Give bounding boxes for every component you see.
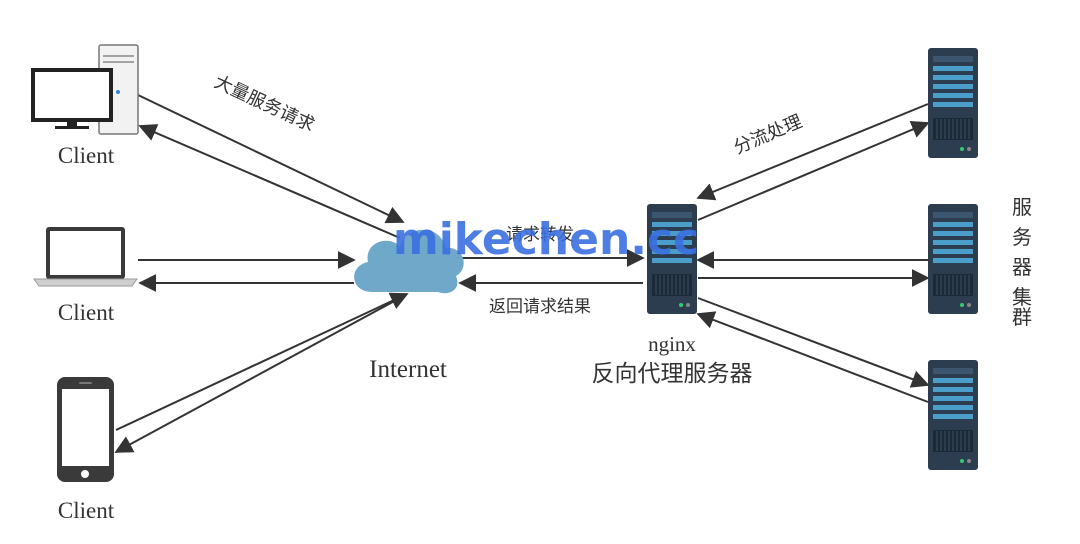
arrow-server1-to-proxy bbox=[696, 103, 929, 201]
arrow-client3-to-internet bbox=[115, 292, 409, 431]
watermark-text: mikechen.cc bbox=[393, 214, 699, 265]
edge-label-forward-request: 请求转发 bbox=[506, 225, 574, 245]
server-rack-icon bbox=[927, 47, 979, 159]
edge-label-bulk-requests: 大量服务请求 bbox=[211, 71, 318, 136]
client-label-3: Client bbox=[58, 498, 115, 523]
laptop-icon bbox=[33, 227, 138, 287]
server-rack-icon bbox=[927, 359, 979, 471]
edge-label-return-result: 返回请求结果 bbox=[489, 297, 591, 317]
server-cluster-char: 务 bbox=[1012, 225, 1032, 249]
arrow-client1-to-internet bbox=[137, 94, 405, 224]
server-rack-icon bbox=[927, 203, 979, 315]
server-cluster-char: 集 bbox=[1012, 285, 1032, 309]
reverse-proxy-label: 反向代理服务器 bbox=[592, 361, 753, 387]
arrow-server3-to-proxy bbox=[696, 311, 929, 403]
client-label-1: Client bbox=[58, 143, 115, 168]
server-cluster-char: 服 bbox=[1012, 195, 1032, 219]
internet-label: Internet bbox=[369, 356, 447, 383]
arrow-proxy-to-server1 bbox=[697, 121, 930, 221]
client-label-2: Client bbox=[58, 300, 115, 325]
server-cluster-char: 群 bbox=[1012, 305, 1032, 329]
server-cluster-label: 服 务 器 集 群 bbox=[1012, 195, 1032, 329]
connection-arrows bbox=[114, 94, 930, 453]
arrow-proxy-to-server3 bbox=[697, 297, 930, 388]
arrow-internet-to-client3 bbox=[114, 297, 401, 453]
server-cluster-char: 器 bbox=[1012, 255, 1032, 279]
desktop-computer-icon bbox=[31, 44, 139, 135]
cloud-icon bbox=[354, 229, 464, 294]
edge-label-load-balancing: 分流处理 bbox=[731, 111, 805, 158]
arrow-internet-to-client1 bbox=[138, 124, 401, 239]
smartphone-icon bbox=[57, 377, 114, 482]
nginx-label: nginx bbox=[648, 332, 696, 356]
